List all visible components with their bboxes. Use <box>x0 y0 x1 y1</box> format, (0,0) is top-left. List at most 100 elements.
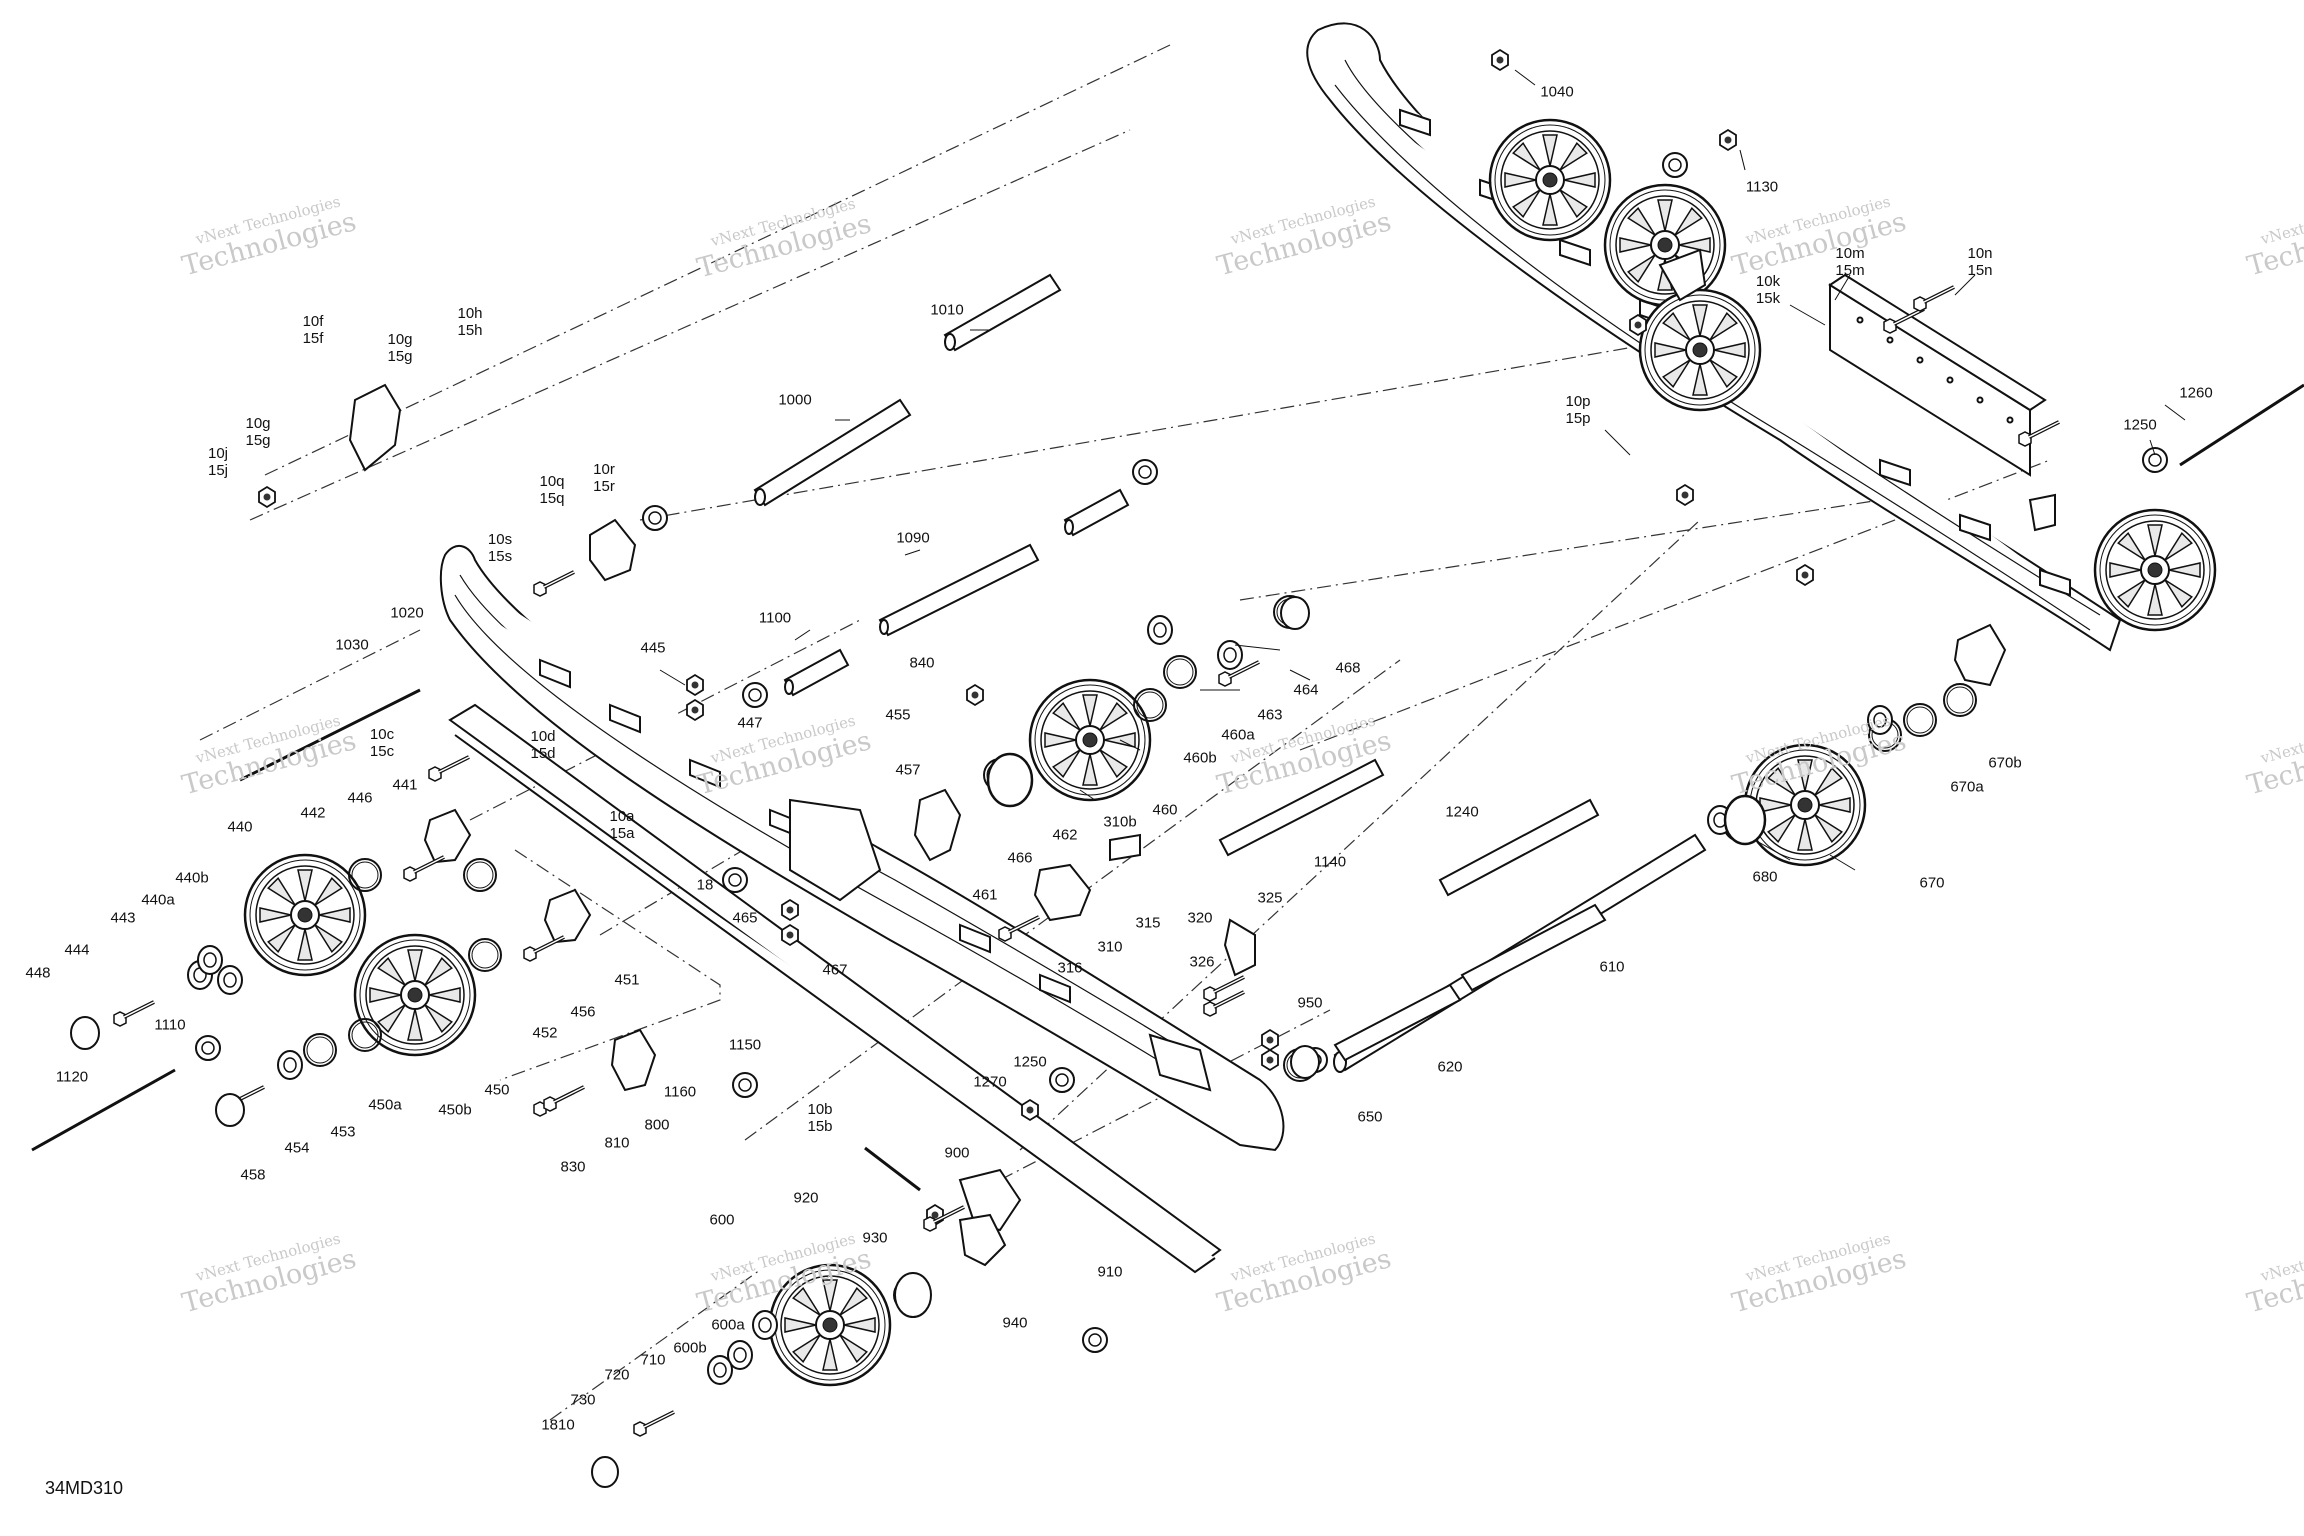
part-label-1240: 1240 <box>1445 803 1479 821</box>
shafts <box>31 273 2304 1192</box>
part-label-10b: 10b 15b <box>807 1101 833 1135</box>
wheel-450 <box>353 933 477 1057</box>
part-label-456: 456 <box>570 1003 596 1021</box>
slide-bar <box>448 703 1222 1274</box>
wheel-460 <box>1028 678 1152 802</box>
part-label-440: 440 <box>227 818 253 836</box>
part-label-800: 800 <box>644 1116 670 1134</box>
part-label-1160: 1160 <box>663 1083 697 1101</box>
part-label-610: 610 <box>1599 958 1625 976</box>
part-label-457: 457 <box>895 761 921 779</box>
part-label-1030: 1030 <box>335 636 369 654</box>
part-label-452: 452 <box>532 1024 558 1042</box>
part-label-10f: 10f 15f <box>302 313 324 347</box>
part-label-1270: 1270 <box>973 1073 1007 1091</box>
rail-bracket-10k <box>1828 273 2047 477</box>
part-label-930: 930 <box>862 1229 888 1247</box>
part-label-10g: 10g 15g <box>245 415 271 449</box>
part-label-442: 442 <box>300 804 326 822</box>
right-rail-stopper <box>2028 493 2056 532</box>
part-label-10h: 10h 15h <box>457 305 483 339</box>
part-label-650: 650 <box>1357 1108 1383 1126</box>
left-rail <box>439 545 1285 1152</box>
part-label-1000: 1000 <box>778 391 812 409</box>
part-label-1260: 1260 <box>2179 384 2213 402</box>
right-idler-bracket <box>1658 248 1707 302</box>
part-label-18: 18 <box>696 876 714 894</box>
part-label-720: 720 <box>604 1366 630 1384</box>
leader-lines <box>659 69 2186 871</box>
part-label-620: 620 <box>1437 1058 1463 1076</box>
part-label-310: 310 <box>1097 938 1123 956</box>
part-label-450b: 450b <box>438 1101 472 1119</box>
part-label-600b: 600b <box>673 1339 707 1357</box>
bracket-blocks <box>348 383 2007 1267</box>
part-label-1810: 1810 <box>541 1416 575 1434</box>
part-label-670a: 670a <box>1950 778 1984 796</box>
part-label-443: 443 <box>110 909 136 927</box>
part-label-1100: 1100 <box>758 609 792 627</box>
part-label-1010: 1010 <box>930 301 964 319</box>
part-label-10p: 10p 15p <box>1565 393 1591 427</box>
part-label-670: 670 <box>1919 874 1945 892</box>
part-label-1140: 1140 <box>1313 853 1347 871</box>
part-label-10a: 10a 15a <box>609 808 635 842</box>
part-label-448: 448 <box>25 964 51 982</box>
part-label-1110: 1110 <box>154 1016 186 1034</box>
part-label-461: 461 <box>972 886 998 904</box>
part-label-950: 950 <box>1297 994 1323 1012</box>
part-label-920: 920 <box>793 1189 819 1207</box>
part-label-1250: 1250 <box>2123 416 2157 434</box>
part-label-600a: 600a <box>711 1316 745 1334</box>
part-label-10j: 10j 15j <box>207 445 229 479</box>
part-label-1120: 1120 <box>55 1068 89 1086</box>
part-label-940: 940 <box>1002 1314 1028 1332</box>
part-label-326: 326 <box>1189 953 1215 971</box>
part-label-460b: 460b <box>1183 749 1217 767</box>
part-label-10m: 10m 15m <box>1835 245 1865 279</box>
part-label-467: 467 <box>822 961 848 979</box>
part-label-10g: 10g 15g <box>387 331 413 365</box>
part-label-730: 730 <box>570 1391 596 1409</box>
part-label-462: 462 <box>1052 826 1078 844</box>
part-label-446: 446 <box>347 789 373 807</box>
part-label-310b: 310b <box>1103 813 1137 831</box>
part-label-453: 453 <box>330 1123 356 1141</box>
part-label-10d: 10d 15d <box>530 728 556 762</box>
right-end-wheel <box>2093 508 2217 632</box>
part-label-600: 600 <box>709 1211 735 1229</box>
part-label-10s: 10s 15s <box>487 531 513 565</box>
part-label-447: 447 <box>737 714 763 732</box>
right-mid-idler-wheel <box>1603 183 1727 307</box>
part-label-10k: 10k 15k <box>1755 273 1781 307</box>
hardware <box>70 49 2168 1488</box>
part-label-810: 810 <box>604 1134 630 1152</box>
part-label-463: 463 <box>1257 706 1283 724</box>
part-label-465: 465 <box>732 909 758 927</box>
part-label-10r: 10r 15r <box>593 461 615 495</box>
part-label-670b: 670b <box>1988 754 2022 772</box>
part-label-440b: 440b <box>175 869 209 887</box>
part-label-454: 454 <box>284 1139 310 1157</box>
part-label-441: 441 <box>392 776 418 794</box>
part-label-440a: 440a <box>141 891 175 909</box>
part-label-710: 710 <box>640 1351 666 1369</box>
part-label-1150: 1150 <box>728 1036 762 1054</box>
wheel-440 <box>243 853 367 977</box>
part-label-1040: 1040 <box>1540 83 1574 101</box>
part-label-10q: 10q 15q <box>539 473 565 507</box>
part-label-10c: 10c 15c <box>369 726 395 760</box>
part-label-464: 464 <box>1293 681 1319 699</box>
part-label-315: 315 <box>1135 914 1161 932</box>
drawing-code: 34MD310 <box>45 1478 124 1498</box>
part-label-1020: 1020 <box>390 604 424 622</box>
part-label-458: 458 <box>240 1166 266 1184</box>
right-upper-idler-wheel <box>1488 118 1612 242</box>
part-label-460a: 460a <box>1221 726 1255 744</box>
part-label-450a: 450a <box>368 1096 402 1114</box>
part-label-840: 840 <box>909 654 935 672</box>
part-label-910: 910 <box>1097 1263 1123 1281</box>
part-label-466: 466 <box>1007 849 1033 867</box>
part-label-460: 460 <box>1152 801 1178 819</box>
